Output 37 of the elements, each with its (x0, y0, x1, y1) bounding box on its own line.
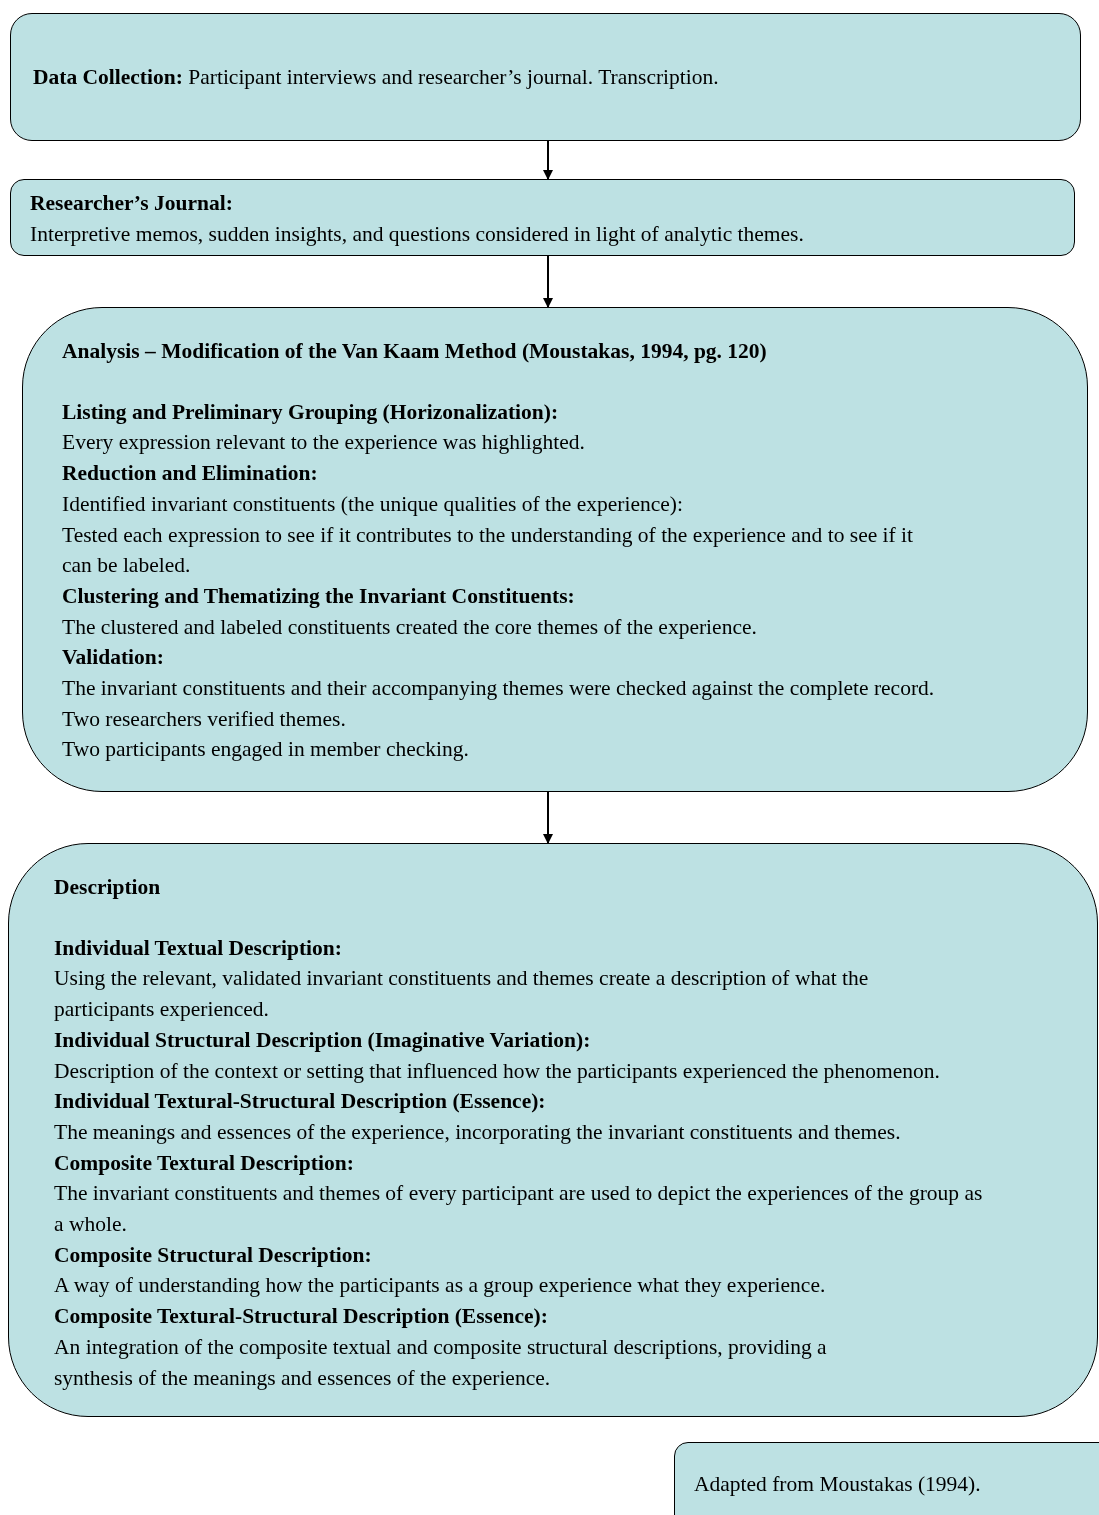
box-heading: Reduction and Elimination: (62, 460, 319, 488)
rounded-box (10, 13, 1081, 141)
box-heading: Description (54, 874, 162, 901)
arrow (543, 791, 553, 844)
box-text: Interpretive memos, sudden insights, and questions considered in light of analytic themes. (30, 220, 805, 248)
box-heading: Clustering and Thematizing the Invariant Constituents: (62, 582, 576, 610)
box-heading: Researcher’s Journal: (30, 190, 234, 217)
box-text: The clustered and labeled constituents created the core themes of the experience. (62, 613, 758, 641)
box-text: Identified invariant constituents (the unique qualities of the experience): (62, 490, 684, 518)
box-text: Data Collection: Participant interviews and researcher’s journal. Transcription. (33, 63, 720, 91)
box-text: Adapted from Moustakas (1994). (694, 1471, 982, 1498)
box-heading: Analysis – Modification of the Van Kaam Method (Moustakas, 1994, pg. 120) (62, 338, 768, 365)
box-text: A way of understanding how the participants as a group experience what they experience. (54, 1272, 827, 1300)
box-heading: Composite Textural Description: (54, 1149, 355, 1177)
box-heading: Individual Textual Description: (54, 934, 343, 962)
box-heading: Composite Textural-Structural Description (Essence): (54, 1303, 549, 1331)
box-heading: Individual Textural-Structural Description (Essence): (54, 1088, 547, 1116)
box-heading: Composite Structural Description: (54, 1241, 373, 1269)
box-heading: Listing and Preliminary Grouping (Horizonalization): (62, 398, 560, 426)
box-text: Two researchers verified themes. (62, 705, 347, 733)
rounded-box (22, 307, 1088, 792)
box-heading: Validation: (62, 644, 165, 672)
box-text: Using the relevant, validated invariant constituents and themes create a description of what the participants experienced. (54, 965, 870, 1024)
box-text: The invariant constituents and their accompanying themes were checked against the complete record. (62, 675, 936, 703)
box-text: The meanings and essences of the experience, incorporating the invariant constituents and themes. (54, 1118, 902, 1146)
rounded-box (10, 179, 1075, 256)
box-text: An integration of the composite textual and composite structural descriptions, providing a synthesis of the meanings and essences of the experience. (54, 1333, 828, 1392)
rounded-box (8, 843, 1098, 1417)
box-text: Every expression relevant to the experience was highlighted. (62, 429, 586, 457)
box-heading: Individual Structural Description (Imaginative Variation): (54, 1026, 592, 1054)
rounded-box (674, 1442, 1099, 1515)
arrow (543, 140, 553, 180)
box-text: The invariant constituents and themes of every participant are used to depict the experiences of the group as a whole. (54, 1180, 984, 1239)
arrow (543, 255, 553, 308)
box-text: Tested each expression to see if it contributes to the understanding of the experience and to see if it can be labeled. (62, 521, 915, 580)
box-text: Two participants engaged in member checking. (62, 736, 470, 764)
box-text: Description of the context or setting that influenced how the participants experienced the phenomenon. (54, 1057, 941, 1085)
